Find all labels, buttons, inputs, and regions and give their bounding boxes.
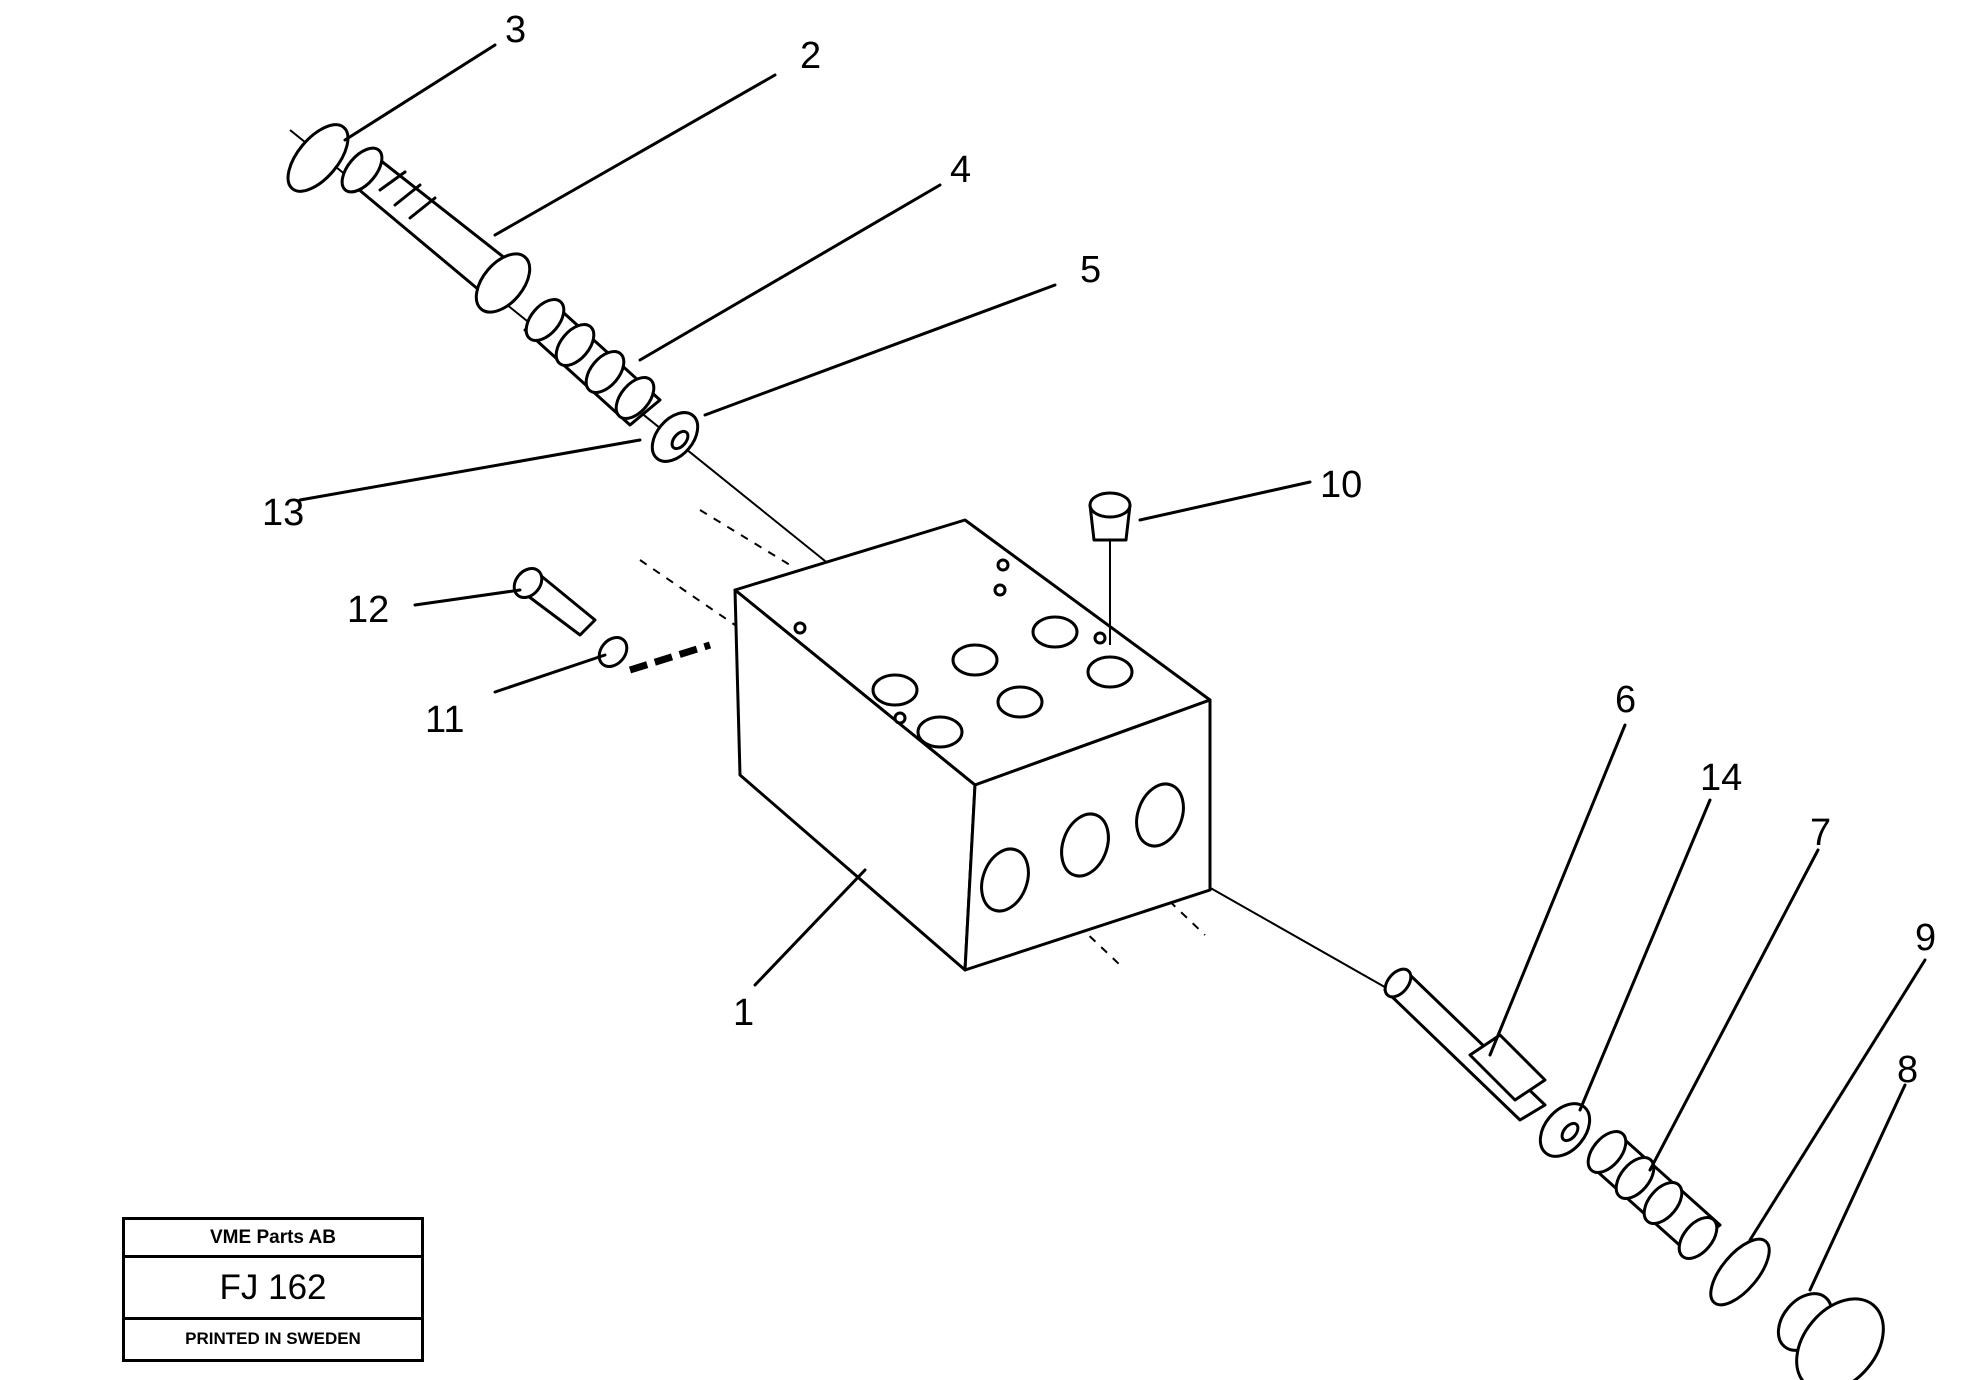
callout-6: 6 <box>1615 679 1636 721</box>
callout-1: 1 <box>733 992 754 1034</box>
title-block-code: FJ 162 <box>125 1258 421 1320</box>
callout-5: 5 <box>1080 249 1101 291</box>
poppet-part-6 <box>1383 967 1547 1122</box>
callout-12: 12 <box>347 589 389 631</box>
callout-3: 3 <box>505 9 526 51</box>
side-ports <box>980 782 1185 913</box>
callout-9: 9 <box>1915 917 1936 959</box>
washer-part-11 <box>597 636 712 674</box>
callout-14: 14 <box>1700 757 1742 799</box>
callout-10: 10 <box>1320 464 1362 506</box>
title-block-printed: PRINTED IN SWEDEN <box>185 1329 361 1348</box>
hidden-line-1 <box>639 559 736 626</box>
valve-cartridge-part-2 <box>340 146 532 314</box>
leader-lines <box>298 43 1927 1292</box>
o-ring-part-9 <box>1709 1237 1771 1307</box>
callout-2: 2 <box>800 35 821 77</box>
hidden-line-2 <box>699 509 791 566</box>
spring-part-7 <box>1586 1130 1722 1260</box>
title-block-company: VME Parts AB <box>125 1220 421 1258</box>
callout-11: 11 <box>425 699 464 741</box>
washer-part-5 <box>650 411 700 463</box>
callout-8: 8 <box>1897 1049 1918 1091</box>
top-ports <box>793 558 1134 749</box>
callout-7: 7 <box>1810 812 1831 854</box>
callout-4: 4 <box>950 149 971 191</box>
o-ring-part-3 <box>286 123 350 193</box>
plug-part-10 <box>1088 491 1132 645</box>
washer-part-14 <box>1538 1102 1592 1158</box>
end-plug-part-8 <box>1776 1292 1885 1380</box>
valve-block-part-1 <box>733 518 1212 972</box>
screw-part-12 <box>512 567 597 637</box>
callout-13: 13 <box>262 492 304 534</box>
spool-part-4 <box>523 298 662 427</box>
title-block: VME Parts AB FJ 162 PRINTED IN SWEDEN <box>122 1217 424 1362</box>
